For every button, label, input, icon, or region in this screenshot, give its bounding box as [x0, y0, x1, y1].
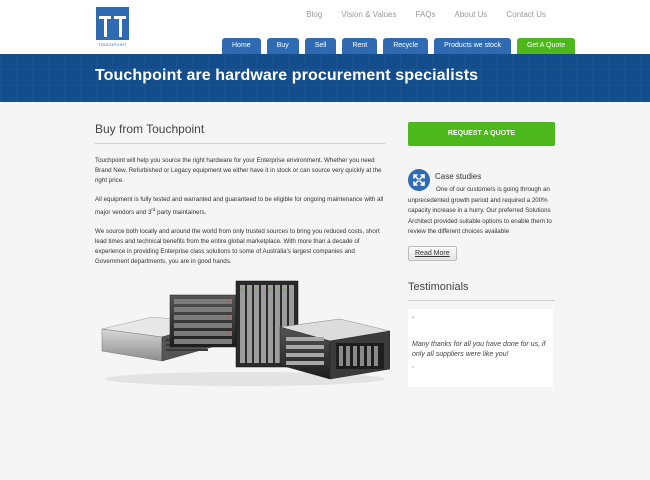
- quote-close-icon: ”: [412, 366, 414, 373]
- site-header: TOUCHPOINT Blog Vision & Values FAQs Abo…: [0, 0, 650, 54]
- banner-title: Touchpoint are hardware procurement spec…: [95, 67, 479, 84]
- nav-tab-recycle[interactable]: Recycle: [383, 38, 429, 54]
- nav-tab-buy[interactable]: Buy: [266, 38, 299, 54]
- page-title: Buy from Touchpoint: [95, 122, 385, 144]
- topnav-faqs[interactable]: FAQs: [415, 10, 436, 19]
- topnav-vision-values[interactable]: Vision & Values: [341, 10, 397, 19]
- topnav-about-us[interactable]: About Us: [454, 10, 488, 19]
- logo[interactable]: TOUCHPOINT: [96, 7, 129, 47]
- nav-tab-products[interactable]: Products we stock: [434, 38, 511, 54]
- sourcing-paragraph: We source both locally and around the wo…: [95, 228, 380, 266]
- logo-mark-icon: [96, 7, 129, 40]
- testimonial-text: Many thanks for all you have done for us…: [412, 340, 546, 359]
- case-studies-text: One of our customers is going through an…: [408, 186, 552, 235]
- main-column: Buy from Touchpoint Touchpoint will help…: [95, 122, 385, 276]
- server-hardware-image: [101, 280, 390, 386]
- warranty-text: All equipment is fully tested and warran…: [95, 196, 384, 217]
- warranty-text-end: party maintainers.: [155, 209, 207, 217]
- quote-open-icon: “: [412, 316, 414, 323]
- nav-tab-sell[interactable]: Sell: [304, 38, 337, 54]
- nav-tab-rent[interactable]: Rent: [342, 38, 378, 54]
- hero-banner: Touchpoint are hardware procurement spec…: [0, 54, 650, 102]
- case-studies-icon: [408, 169, 430, 191]
- case-studies-title: Case studies: [435, 172, 482, 181]
- top-nav: Blog Vision & Values FAQs About Us Conta…: [287, 10, 546, 19]
- read-more-button[interactable]: Read More: [408, 245, 457, 261]
- page-content: Buy from Touchpoint Touchpoint will help…: [0, 102, 650, 480]
- nav-tab-home[interactable]: Home: [222, 38, 261, 54]
- testimonials-title: Testimonials: [408, 281, 555, 301]
- logo-text: TOUCHPOINT: [98, 42, 127, 47]
- sidebar: REQUEST A QUOTE Case studies One of our …: [408, 122, 555, 387]
- intro-paragraph: Touchpoint will help you source the righ…: [95, 157, 382, 184]
- testimonial-card: “ Many thanks for all you have done for …: [408, 308, 553, 387]
- warranty-sup: rd: [151, 207, 156, 212]
- main-nav: Home Buy Sell Rent Recycle Products we s…: [222, 38, 581, 54]
- topnav-blog[interactable]: Blog: [306, 10, 323, 19]
- topnav-contact-us[interactable]: Contact Us: [506, 10, 546, 19]
- case-studies: Case studies One of our customers is goi…: [408, 169, 555, 261]
- request-quote-button[interactable]: REQUEST A QUOTE: [408, 122, 555, 146]
- nav-tab-get-a-quote[interactable]: Get A Quote: [516, 38, 576, 54]
- warranty-paragraph: All equipment is fully tested and warran…: [95, 195, 385, 218]
